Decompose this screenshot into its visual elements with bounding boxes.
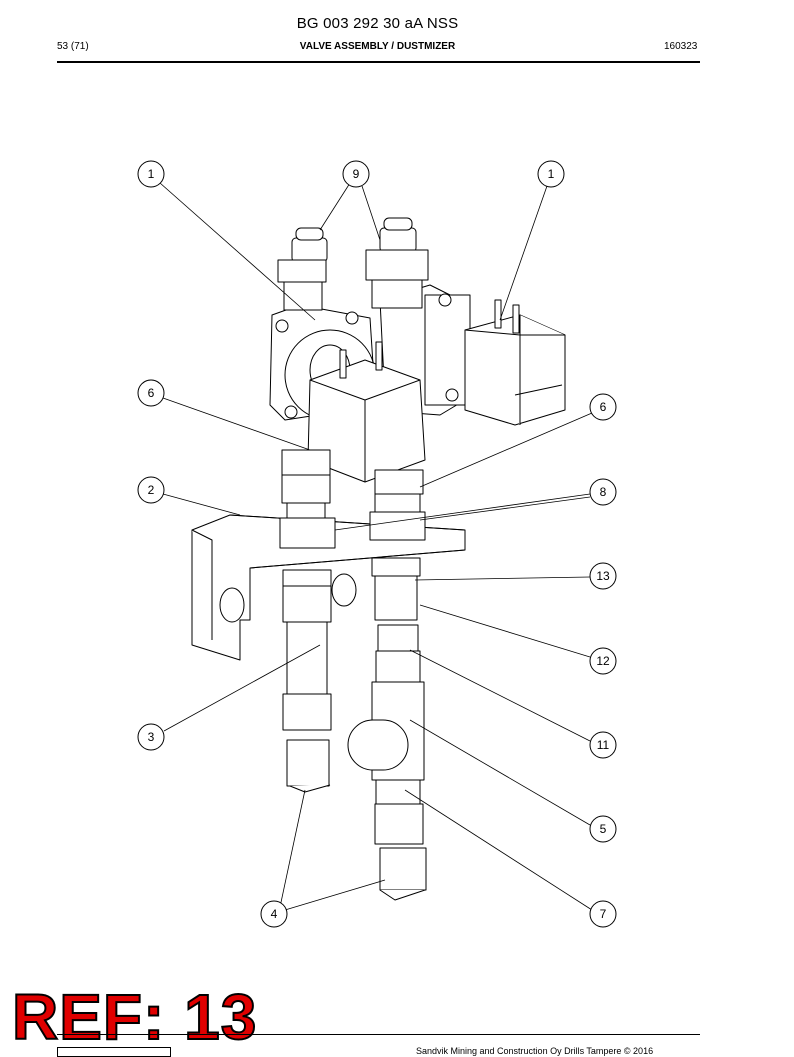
svg-text:7: 7: [600, 907, 607, 921]
svg-text:5: 5: [600, 822, 607, 836]
header-rule: [57, 61, 700, 63]
svg-text:6: 6: [148, 386, 155, 400]
callout-6-left: 6: [137, 379, 165, 407]
left-top-fitting: [277, 227, 328, 311]
svg-text:12: 12: [596, 654, 610, 668]
callout-11: 11: [589, 731, 617, 759]
callout-5: 5: [589, 815, 617, 843]
callout-6-right: 6: [589, 393, 617, 421]
callout-12: 12: [589, 647, 617, 675]
reference-stamp: REF: 13: [11, 981, 258, 1053]
left-lower-pipe: [279, 449, 336, 793]
svg-text:6: 6: [600, 400, 607, 414]
svg-text:9: 9: [353, 167, 360, 181]
callout-1-right: 1: [537, 160, 565, 188]
callout-1-left: 1: [137, 160, 165, 188]
callout-2: 2: [137, 476, 165, 504]
callout-3: 3: [137, 723, 165, 751]
right-top-fitting: [365, 217, 429, 309]
section-title: VALVE ASSEMBLY / DUSTMIZER: [299, 41, 456, 52]
callout-13: 13: [589, 562, 617, 590]
callout-9: 9: [342, 160, 370, 188]
svg-text:4: 4: [271, 907, 278, 921]
svg-text:3: 3: [148, 730, 155, 744]
svg-text:1: 1: [548, 167, 555, 181]
brand-logo: [57, 1047, 171, 1057]
callout-7: 7: [589, 900, 617, 928]
bracket-part: [191, 514, 466, 661]
page-number: 53 (71): [57, 41, 89, 52]
left-solenoid-coil: [307, 341, 426, 483]
svg-text:2: 2: [148, 483, 155, 497]
svg-text:11: 11: [597, 738, 610, 752]
footer-copyright: Sandvik Mining and Construction Oy Drill…: [416, 1046, 654, 1056]
date-code: 160323: [664, 41, 698, 52]
footer-rule: [57, 1034, 700, 1035]
svg-text:1: 1: [148, 167, 155, 181]
document-number: BG 003 292 30 aA NSS: [296, 15, 459, 32]
callout-8: 8: [589, 478, 617, 506]
right-lower-pipe: [347, 469, 427, 901]
right-solenoid-coil: [464, 299, 566, 426]
svg-text:8: 8: [600, 485, 607, 499]
callout-4: 4: [260, 900, 288, 928]
svg-text:13: 13: [596, 569, 610, 583]
leader-lines: [159, 182, 593, 911]
